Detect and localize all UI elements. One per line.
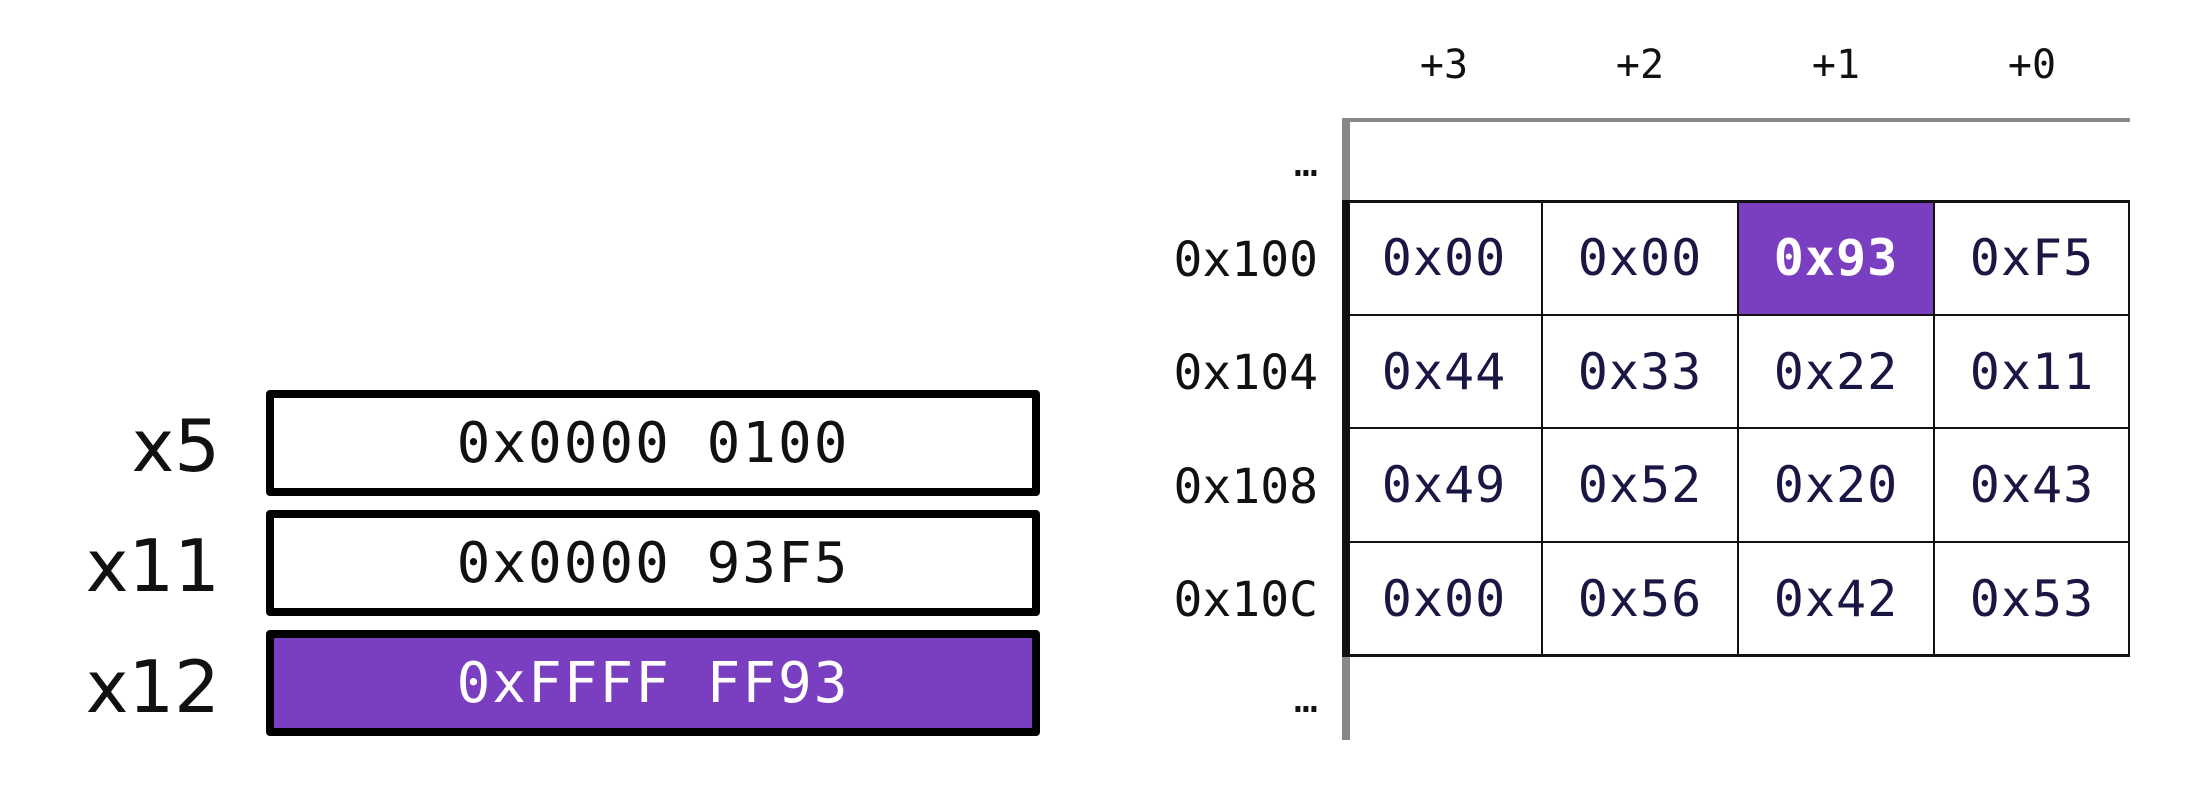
memory-address-0x108: 0x108 — [1173, 459, 1319, 515]
register-x5-value: 0x0000 0100 — [266, 390, 1040, 496]
register-x11-value: 0x0000 93F5 — [266, 510, 1040, 616]
column-header-plus3: +3 — [1419, 42, 1469, 88]
memory-left-edge-top — [1342, 118, 1350, 204]
memory-cell: 0x43 — [1969, 456, 2095, 514]
memory-cell: 0x20 — [1773, 456, 1899, 514]
memory-left-edge-bottom — [1342, 656, 1350, 740]
column-header-plus2: +2 — [1615, 42, 1665, 88]
memory-left-border — [1342, 200, 1350, 657]
memory-address-0x104: 0x104 — [1173, 345, 1319, 401]
memory-grid-line — [1737, 200, 1739, 657]
memory-cell: 0x00 — [1381, 570, 1507, 628]
memory-cell: 0x56 — [1577, 570, 1703, 628]
register-name-x11: x11 — [85, 524, 220, 608]
register-x12-value: 0xFFFF FF93 — [266, 630, 1040, 736]
memory-cell: 0x53 — [1969, 570, 2095, 628]
memory-address-0x10C: 0x10C — [1173, 572, 1319, 628]
memory-cell: 0xF5 — [1969, 229, 2095, 287]
memory-ellipsis-top: … — [1293, 140, 1318, 186]
memory-ellipsis-bottom: … — [1293, 676, 1318, 722]
memory-cell: 0x22 — [1773, 343, 1899, 401]
memory-grid-line — [2128, 200, 2130, 657]
memory-cell: 0x00 — [1577, 229, 1703, 287]
column-header-plus1: +1 — [1811, 42, 1861, 88]
memory-cell: 0x44 — [1381, 343, 1507, 401]
register-name-x12: x12 — [85, 645, 220, 729]
memory-cell: 0x33 — [1577, 343, 1703, 401]
memory-address-0x100: 0x100 — [1173, 232, 1319, 288]
memory-cell: 0x11 — [1969, 343, 2095, 401]
memory-cell: 0x00 — [1381, 229, 1507, 287]
memory-cell: 0x49 — [1381, 456, 1507, 514]
memory-cell: 0x52 — [1577, 456, 1703, 514]
register-name-x5: x5 — [131, 404, 220, 488]
memory-top-edge — [1346, 118, 2130, 122]
column-header-plus0: +0 — [2007, 42, 2057, 88]
memory-grid-line — [1541, 200, 1543, 657]
memory-cell: 0x42 — [1773, 570, 1899, 628]
memory-cell-highlighted: 0x93 — [1738, 201, 1934, 315]
memory-grid-line — [1933, 200, 1935, 657]
